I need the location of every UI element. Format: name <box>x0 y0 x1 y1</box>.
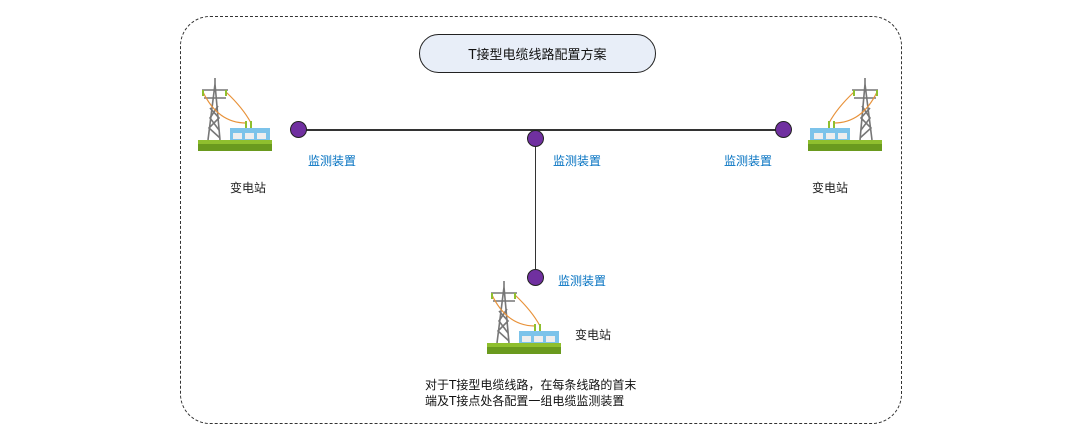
monitor-label-left: 监测装置 <box>308 154 357 168</box>
branch-line <box>534 138 536 277</box>
substation-icon-bottom <box>487 281 563 357</box>
monitor-node-left <box>290 121 307 138</box>
monitor-node-right <box>775 121 792 138</box>
substation-label-right: 变电站 <box>812 181 849 195</box>
substation-icon-left <box>198 78 274 154</box>
main-line <box>298 129 783 131</box>
note-line-2: 端及T接点处各配置一组电缆监测装置 <box>425 394 625 408</box>
monitor-label-bottom: 监测装置 <box>558 274 607 288</box>
monitor-node-t-point <box>527 130 544 147</box>
substation-label-bottom: 变电站 <box>575 328 612 342</box>
substation-label-left: 变电站 <box>230 181 267 195</box>
monitor-label-t-point: 监测装置 <box>553 154 602 168</box>
note-line-1: 对于T接型电缆线路，在每条线路的首末 <box>425 378 637 392</box>
substation-icon-right <box>806 78 882 154</box>
diagram-frame <box>180 16 902 424</box>
diagram-title: T接型电缆线路配置方案 <box>419 34 656 73</box>
monitor-node-bottom <box>527 269 544 286</box>
monitor-label-right: 监测装置 <box>724 154 773 168</box>
description-note: 对于T接型电缆线路，在每条线路的首末 端及T接点处各配置一组电缆监测装置 <box>425 377 636 409</box>
